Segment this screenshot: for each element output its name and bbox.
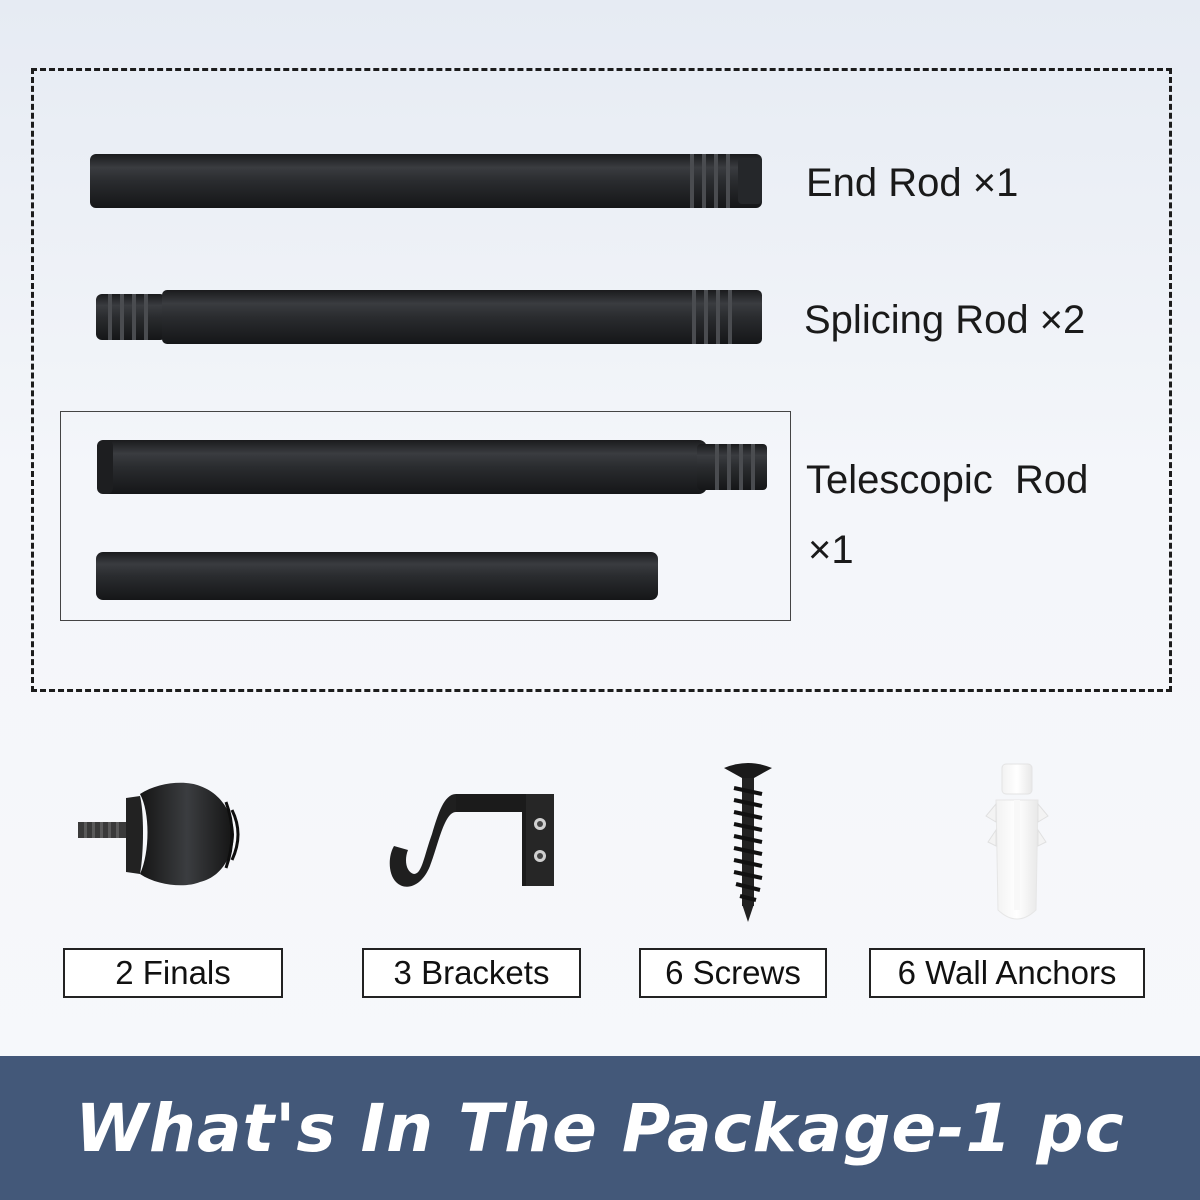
finials-caption: 2 Finals — [63, 948, 283, 998]
footer-banner: What's In The Package-1 pc — [0, 1056, 1200, 1200]
telescopic-rod-outer-image — [97, 440, 767, 494]
screw-image — [724, 763, 772, 922]
banner-title: What's In The Package-1 pc — [75, 1089, 1125, 1167]
telescopic-rod-inner-image — [96, 552, 658, 600]
end-rod-image — [90, 154, 762, 208]
screws-caption: 6 Screws — [639, 948, 827, 998]
rods-section-frame — [31, 68, 1172, 692]
splicing-rod-image — [96, 290, 762, 344]
end-rod-label: End Rod ×1 — [806, 161, 1019, 205]
wall-anchor-image — [985, 763, 1049, 920]
telescopic-rod-frame — [60, 411, 791, 621]
brackets-caption: 3 Brackets — [362, 948, 581, 998]
telescopic-rod-quantity: ×1 — [808, 528, 854, 572]
splicing-rod-label: Splicing Rod ×2 — [804, 298, 1086, 342]
bracket-image — [389, 794, 554, 887]
telescopic-rod-label: Telescopic Rod — [806, 458, 1089, 502]
finial-image — [78, 782, 240, 886]
anchors-caption: 6 Wall Anchors — [869, 948, 1145, 998]
